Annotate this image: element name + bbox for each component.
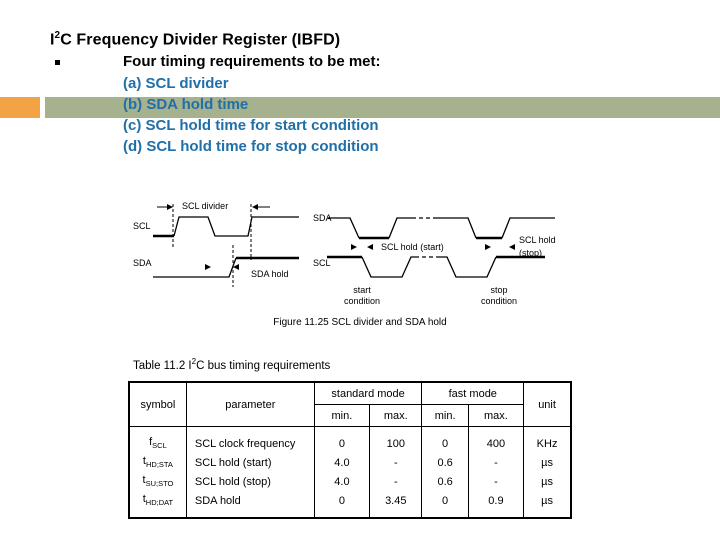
col-header-fast-mode: fast mode [421, 381, 525, 405]
right-sda-wave-2 [388, 217, 412, 239]
std-min-cell: 4.0 [313, 453, 371, 472]
parameter-cell: SCL hold (start) [185, 453, 315, 472]
fast-min-cell: 0.6 [421, 453, 469, 472]
left-sda-wave [153, 257, 237, 278]
hold-start-arrow-left-icon [367, 244, 373, 250]
left-sda-label: SDA [133, 258, 152, 268]
timing-requirements-table: symbol parameter standard mode fast mode… [128, 381, 572, 519]
unit-cell: µs [523, 453, 572, 472]
symbol-base: t [142, 455, 146, 468]
left-scl-label: SCL [133, 221, 151, 231]
fast-min-cell: 0 [421, 426, 469, 453]
accent-bar-orange [0, 97, 40, 118]
sda-hold-arrow-right-icon [205, 264, 211, 270]
unit-cell: KHz [523, 426, 572, 453]
parameter-cell: SDA hold [185, 491, 315, 518]
left-scl-wave [173, 216, 299, 237]
right-sda-label: SDA [313, 213, 332, 223]
list-item-d: (d) SCL hold time for stop condition [123, 138, 379, 155]
scl-hold-stop-label-line1: SCL hold [519, 235, 556, 245]
table-title-post: C bus timing requirements [196, 359, 331, 372]
symbol-sub: HD;STA [145, 460, 173, 470]
sda-hold-label: SDA hold [251, 269, 289, 279]
hold-start-arrow-right-icon [351, 244, 357, 250]
divider-arrow-right-head [252, 204, 258, 210]
col-header-symbol: symbol [128, 381, 187, 427]
fast-max-cell: - [467, 472, 525, 491]
std-max-cell: - [369, 472, 423, 491]
symbol-cell: tHD;STA [128, 453, 187, 472]
page-title: I2C Frequency Divider Register (IBFD) [50, 30, 340, 49]
col-header-unit: unit [523, 381, 572, 427]
std-max-cell: 100 [369, 426, 423, 453]
symbol-sub: SU;STO [145, 479, 174, 489]
right-sda-wave-1 [328, 217, 360, 239]
col-header-std-max: max. [369, 404, 423, 427]
list-item-c: (c) SCL hold time for start condition [123, 117, 379, 134]
hold-stop-arrow-right-icon [485, 244, 491, 250]
table-title-pre: Table 11.2 I [133, 359, 192, 372]
table-row: tHD;STA SCL hold (start) 4.0 - 0.6 - µs [128, 453, 572, 472]
symbol-cell: fSCL [128, 426, 187, 453]
table-row: tHD;DAT SDA hold 0 3.45 0 0.9 µs [128, 491, 572, 518]
symbol-base: t [142, 474, 146, 487]
parameter-cell: SCL hold (stop) [185, 472, 315, 491]
std-min-cell: 0 [313, 426, 371, 453]
std-max-cell: - [369, 453, 423, 472]
right-scl-wave-1 [361, 256, 415, 278]
scl-divider-label: SCL divider [182, 201, 228, 211]
start-condition-label-line2: condition [344, 296, 380, 306]
col-header-standard-mode: standard mode [313, 381, 423, 405]
stop-condition-label-line2: condition [481, 296, 517, 306]
right-sda-wave-3 [437, 217, 477, 239]
parameter-cell: SCL clock frequency [185, 426, 315, 453]
unit-cell: µs [523, 491, 572, 518]
scl-hold-stop-label-line2: (stop) [519, 248, 542, 258]
title-post: C Frequency Divider Register (IBFD) [60, 31, 341, 49]
divider-arrow-left-head [167, 204, 173, 210]
right-scl-wave-2 [440, 256, 497, 278]
std-max-cell: 3.45 [369, 491, 423, 518]
std-min-cell: 4.0 [313, 472, 371, 491]
table-title: Table 11.2 I2C bus timing requirements [133, 357, 330, 372]
right-sda-wave-4 [501, 217, 555, 239]
col-header-fast-min: min. [421, 404, 469, 427]
hold-stop-arrow-left-icon [509, 244, 515, 250]
symbol-base: f [149, 436, 153, 449]
scl-hold-start-label: SCL hold (start) [381, 242, 444, 252]
symbol-sub: HD;DAT [145, 498, 174, 508]
list-item-a: (a) SCL divider [123, 75, 229, 92]
table-row: fSCL SCL clock frequency 0 100 0 400 KHz [128, 426, 572, 453]
table-title-superscript: 2 [191, 357, 197, 366]
symbol-sub: SCL [152, 441, 167, 451]
symbol-base: t [142, 493, 146, 506]
fast-max-cell: 0.9 [467, 491, 525, 518]
fast-max-cell: - [467, 453, 525, 472]
fast-min-cell: 0 [421, 491, 469, 518]
right-scl-label: SCL [313, 258, 331, 268]
title-superscript: 2 [54, 30, 61, 41]
std-min-cell: 0 [313, 491, 371, 518]
bullet-line: Four timing requirements to be met: [123, 53, 381, 70]
col-header-std-min: min. [313, 404, 371, 427]
list-item-b: (b) SDA hold time [123, 96, 249, 113]
title-pre: I [50, 31, 55, 49]
accent-band-sage [45, 97, 720, 118]
unit-cell: µs [523, 472, 572, 491]
symbol-cell: tHD;DAT [128, 491, 187, 518]
stop-condition-label-line1: stop [490, 285, 507, 295]
fast-max-cell: 400 [467, 426, 525, 453]
timing-diagram: SCL SCL divider SDA SDA hold SDA SCL [133, 201, 556, 306]
col-header-parameter: parameter [185, 381, 315, 427]
fast-min-cell: 0.6 [421, 472, 469, 491]
figure-caption: Figure 11.25 SCL divider and SDA hold [273, 317, 447, 328]
square-bullet-icon [55, 60, 60, 65]
sda-hold-arrow-left-icon [233, 264, 239, 270]
start-condition-label-line1: start [353, 285, 371, 295]
symbol-cell: tSU;STO [128, 472, 187, 491]
table-row: tSU;STO SCL hold (stop) 4.0 - 0.6 - µs [128, 472, 572, 491]
col-header-fast-max: max. [467, 404, 525, 427]
